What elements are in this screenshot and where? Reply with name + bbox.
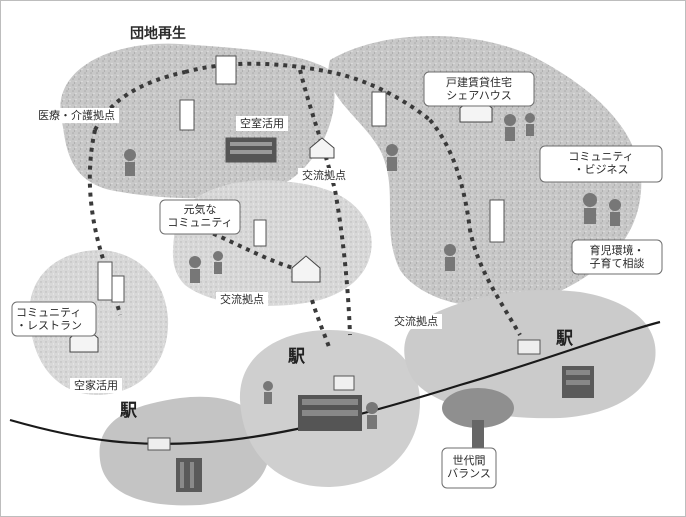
childcare-line1: 育児環境・ xyxy=(589,244,645,257)
apartment-block-cluster xyxy=(97,55,505,303)
community-business-line2: ・ビジネス xyxy=(573,163,629,176)
detached-rental-label: 戸建賃貸住宅 シェアハウス xyxy=(428,76,530,102)
station-building-left xyxy=(147,437,202,492)
community-restaurant-label: コミュニティ ・レストラン xyxy=(16,306,82,332)
generational-balance-line1: 世代間 xyxy=(452,454,486,467)
station-label-left: 駅 xyxy=(120,401,137,421)
region-top-right xyxy=(328,36,642,308)
lively-community-label: 元気な コミュニティ xyxy=(164,203,236,229)
community-restaurant-line2: ・レストラン xyxy=(16,319,82,332)
station-building-center xyxy=(298,375,362,431)
speech-bubbles xyxy=(11,71,663,489)
detached-rental-line2: シェアハウス xyxy=(446,89,512,102)
exchange-hub-center-label: 交流拠点 xyxy=(298,168,350,183)
danchi-saisei-label: 団地再生 xyxy=(130,26,186,42)
childcare-label: 育児環境・ 子育て相談 xyxy=(576,244,658,270)
community-business-label: コミュニティ ・ビジネス xyxy=(546,150,656,176)
medical-care-hub-label: 医療・介護拠点 xyxy=(34,108,119,123)
people-figures xyxy=(124,113,621,429)
generational-balance-line2: バランス xyxy=(447,467,491,480)
lively-community-line2: コミュニティ xyxy=(167,216,233,229)
region-center xyxy=(172,180,372,306)
station-building-right xyxy=(517,339,594,398)
community-business-line1: コミュニティ xyxy=(568,150,634,163)
region-bottom-left xyxy=(99,396,270,506)
exchange-hub-right-label: 交流拠点 xyxy=(390,314,442,329)
community-restaurant-line1: コミュニティ xyxy=(16,306,82,319)
detached-rental-line1: 戸建賃貸住宅 xyxy=(446,76,512,89)
lively-community-line1: 元気な xyxy=(183,203,217,216)
region-left xyxy=(29,250,169,396)
exchange-hub-mid-label: 交流拠点 xyxy=(216,292,268,307)
station-label-center: 駅 xyxy=(288,347,305,367)
generational-balance-label: 世代間 バランス xyxy=(442,454,496,480)
vacant-house-use-label: 空家活用 xyxy=(70,378,122,393)
childcare-line2: 子育て相談 xyxy=(589,257,645,270)
tree-icon xyxy=(442,388,514,448)
station-label-right: 駅 xyxy=(556,329,573,349)
vacant-room-use-label: 空室活用 xyxy=(236,116,288,131)
